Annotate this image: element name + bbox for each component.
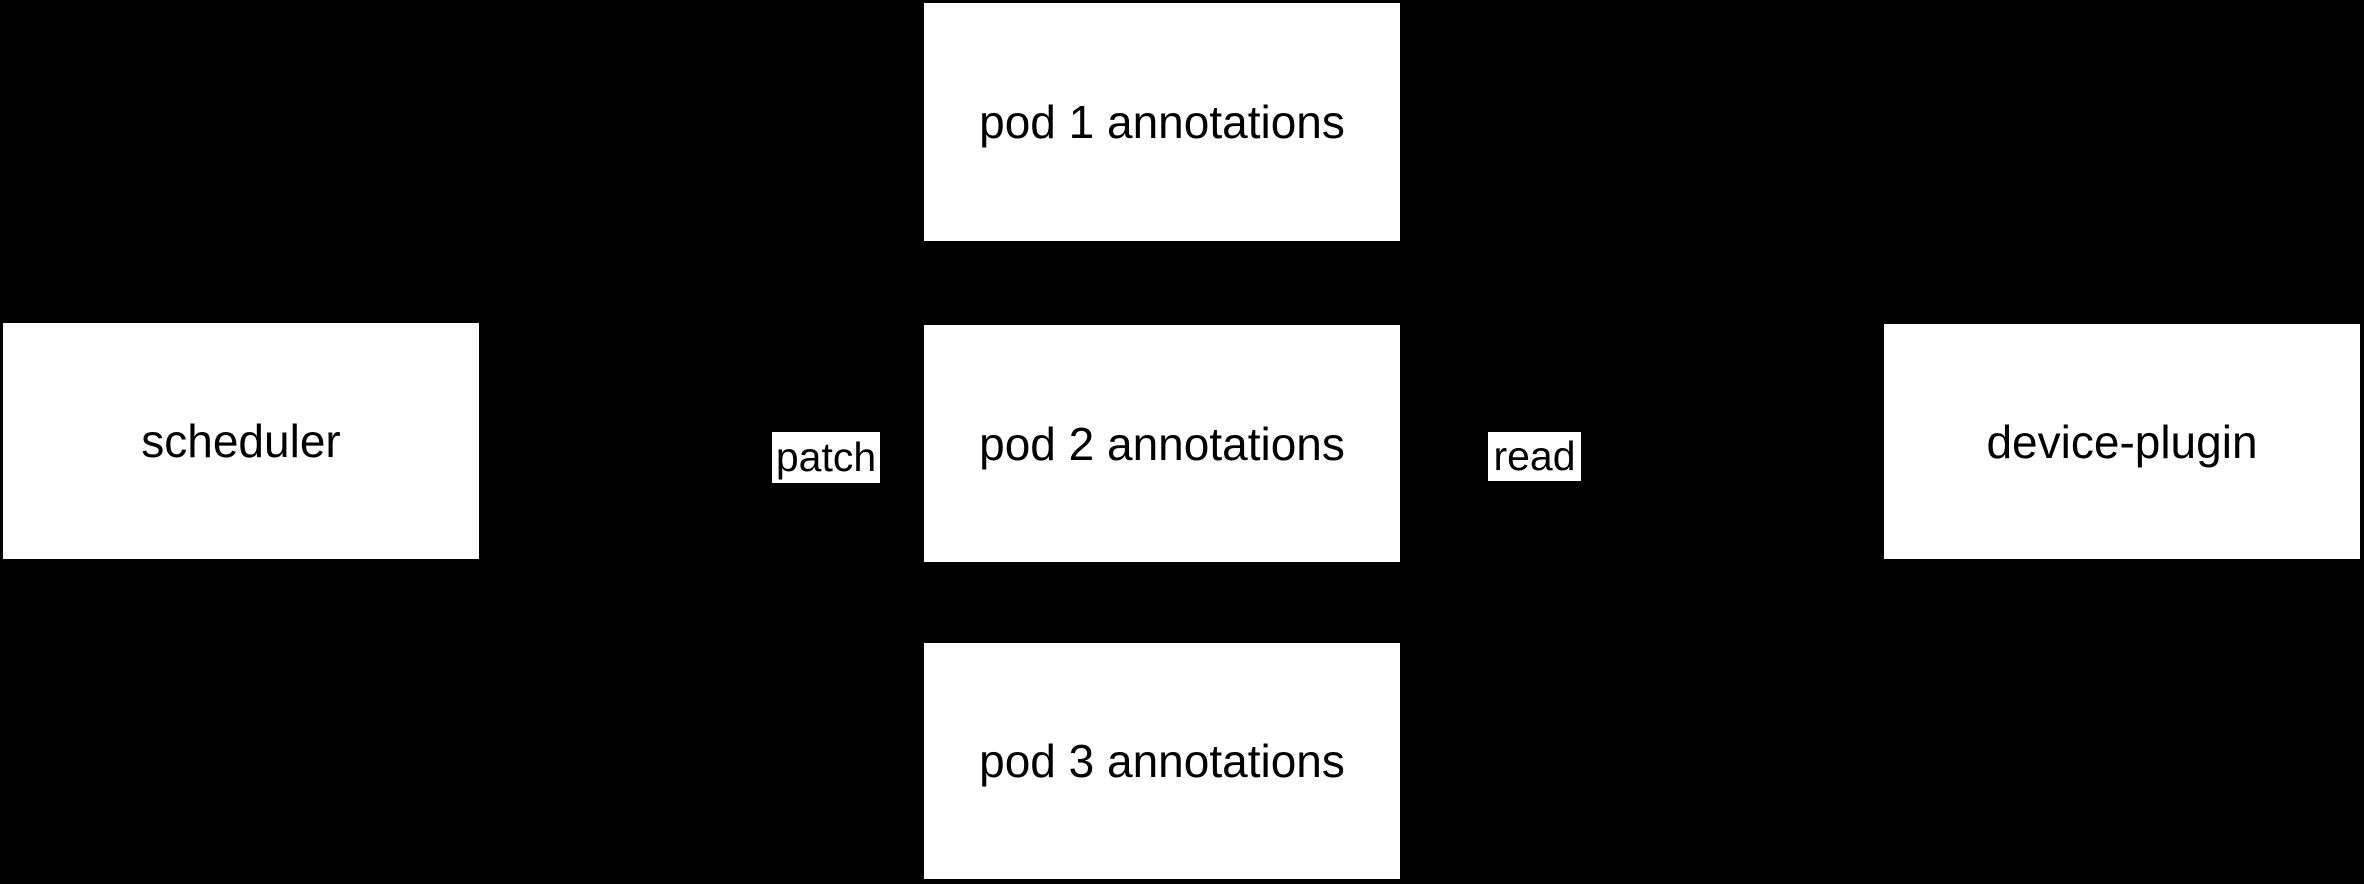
node-pod-2-annotations: pod 2 annotations [924, 325, 1400, 562]
edge-label-patch-text: patch [775, 434, 877, 480]
node-device-plugin: device-plugin [1884, 324, 2360, 559]
edge-label-read: read [1488, 432, 1581, 481]
edge-label-patch: patch [772, 432, 880, 483]
node-device-plugin-label: device-plugin [1986, 415, 2258, 468]
node-pod-3-annotations: pod 3 annotations [924, 643, 1400, 879]
edge-label-read-text: read [1493, 433, 1576, 479]
node-scheduler: scheduler [3, 323, 479, 559]
node-pod-2-annotations-label: pod 2 annotations [979, 417, 1345, 470]
node-pod-3-annotations-label: pod 3 annotations [979, 735, 1345, 787]
node-pod-1-annotations: pod 1 annotations [924, 3, 1400, 241]
node-scheduler-label: scheduler [141, 415, 341, 467]
node-pod-1-annotations-label: pod 1 annotations [979, 96, 1345, 148]
